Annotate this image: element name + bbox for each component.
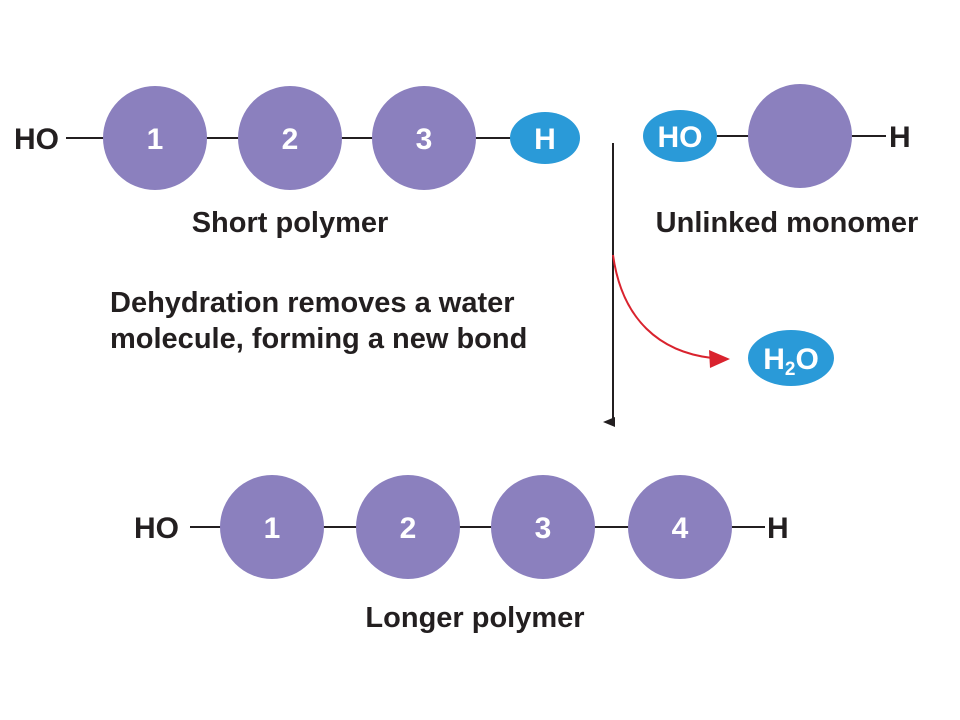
unlinked-monomer-ho-label: HO [658, 121, 703, 154]
longer-polymer-monomer-4-label: 4 [672, 512, 689, 545]
water-release-arrow [612, 254, 713, 359]
water-molecule-label: H2O [763, 343, 819, 380]
reaction: Dehydration removes a water molecule, fo… [110, 143, 834, 427]
unlinked-monomer-caption: Unlinked monomer [656, 207, 919, 239]
short-polymer-monomer-1-label: 1 [147, 123, 164, 156]
longer-polymer-caption: Longer polymer [365, 602, 584, 634]
short-polymer-caption: Short polymer [192, 207, 389, 239]
unlinked-monomer: HO H Unlinked monomer [643, 84, 918, 239]
short-polymer-monomer-1 [103, 86, 207, 190]
reaction-description-line-2: molecule, forming a new bond [110, 323, 527, 355]
short-polymer-monomer-3-label: 3 [416, 123, 433, 156]
short-polymer-monomer-2-label: 2 [282, 123, 299, 156]
reaction-description-line-1: Dehydration removes a water [110, 287, 515, 319]
longer-polymer-monomer-3-label: 3 [535, 512, 552, 545]
short-polymer-monomer-2 [238, 86, 342, 190]
short-polymer-hydrogen-label: H [534, 123, 556, 156]
longer-polymer-monomer-3 [491, 475, 595, 579]
longer-polymer-monomer-4 [628, 475, 732, 579]
unlinked-monomer-unit [748, 84, 852, 188]
water-release-arrowhead [709, 350, 730, 368]
longer-polymer-monomer-2-label: 2 [400, 512, 417, 545]
short-polymer-ho-label: HO [14, 123, 59, 156]
unlinked-monomer-h-label: H [889, 121, 911, 154]
longer-polymer-ho-label: HO [134, 512, 179, 545]
water-molecule [748, 330, 834, 386]
short-polymer: HO 1 2 3 H Short polymer [14, 86, 580, 239]
longer-polymer-monomer-1 [220, 475, 324, 579]
longer-polymer: HO 1 2 3 4 H Longer polymer [134, 475, 789, 634]
longer-polymer-h-label: H [767, 512, 789, 545]
short-polymer-monomer-3 [372, 86, 476, 190]
longer-polymer-monomer-1-label: 1 [264, 512, 281, 545]
longer-polymer-monomer-2 [356, 475, 460, 579]
unlinked-monomer-hydroxyl [643, 110, 717, 162]
short-polymer-hydrogen [510, 112, 580, 164]
